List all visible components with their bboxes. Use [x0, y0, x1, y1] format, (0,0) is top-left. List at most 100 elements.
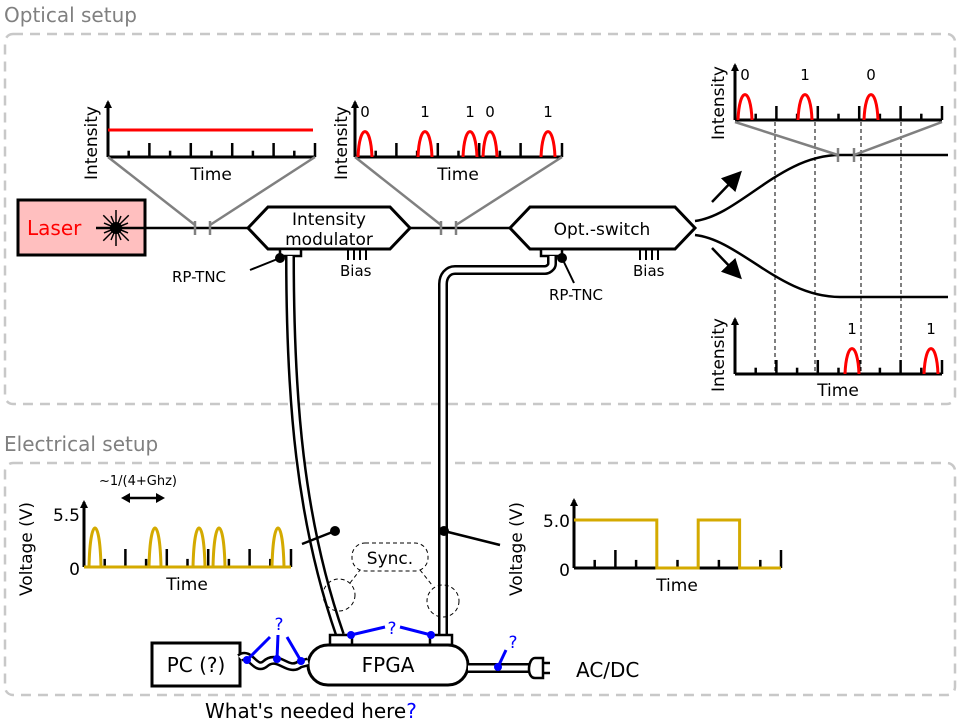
modulator-label-line1: Intensity [292, 210, 366, 230]
rptnc-leader [249, 257, 281, 271]
pc: PC (?) [150, 641, 242, 688]
pulse [147, 526, 163, 568]
bit-label: 0 [485, 103, 495, 121]
starburst-ray [110, 215, 117, 229]
period-annotation: ~1/(4+Ghz) [99, 474, 177, 489]
arrow-up-right-icon [711, 170, 742, 203]
chart-axes [731, 317, 944, 376]
bit-label: 0 [740, 66, 750, 84]
sync-probe-circle [426, 584, 460, 618]
fpga: FPGA [306, 633, 470, 687]
starburst-ray [115, 215, 122, 229]
sync-probe-circle [322, 578, 356, 612]
chart-axes [80, 500, 293, 569]
modulator-label-line2: modulator [285, 230, 373, 250]
pulse [270, 526, 286, 568]
modulator-bias-label: Bias [340, 262, 372, 280]
power-cable [468, 656, 550, 680]
zoom-line [107, 156, 196, 226]
electrical-setup-title: Electrical setup [4, 432, 158, 456]
switch-output-top-fiber [694, 153, 948, 223]
acdc-label: AC/DC [576, 658, 639, 682]
switch-rptnc-label: RP-TNC [549, 286, 603, 304]
zoom-line [853, 120, 943, 157]
pulse [481, 130, 499, 158]
y-axis-label: Intensity [82, 106, 102, 180]
y-axis-arrow-icon [104, 100, 112, 108]
question-mark: ? [508, 633, 517, 653]
pulse [843, 347, 861, 375]
fpga-ports-unknown-link: ? [347, 619, 435, 639]
time-slot-guides [774, 122, 902, 375]
y-tick-label: 0 [69, 560, 80, 580]
switch-hexagon [507, 205, 698, 251]
bit-label: 0 [866, 66, 876, 84]
modulator-hexagon [245, 205, 413, 251]
rf-cable-modulator [285, 255, 345, 637]
starburst-ray [102, 227, 117, 242]
zoom-line [734, 120, 839, 157]
pulse [922, 347, 940, 375]
y-axis-label: Intensity [709, 66, 729, 140]
question-mark: ? [274, 615, 283, 635]
rf-cable-switch [438, 256, 557, 635]
question-mark: ? [387, 619, 396, 639]
fpga-label: FPGA [362, 653, 415, 677]
intensity-modulator: Intensity modulator Bias RP-TNC [172, 205, 413, 286]
x-axis-label: Time [816, 381, 859, 401]
y-axis-arrow-icon [80, 500, 88, 508]
bit-label: 1 [847, 320, 857, 338]
question-text: What's needed here? [205, 699, 417, 723]
pulse [796, 93, 814, 121]
y-axis-label: Voltage (V) [17, 502, 37, 596]
sync-label: Sync. [367, 549, 413, 569]
probe-leader [301, 529, 336, 546]
bit-label: 1 [465, 103, 475, 121]
starburst-ray [115, 227, 130, 242]
power-unknown-link: ? [494, 633, 518, 671]
switch-bias-label: Bias [633, 262, 665, 280]
zoom-line [354, 156, 442, 226]
optical-switch: Opt.-switch Bias RP-TNC [507, 205, 698, 304]
starburst-ray [115, 227, 122, 241]
starburst-ray [102, 214, 117, 229]
y-tick-label: 5.5 [53, 506, 80, 526]
starburst-ray [115, 214, 130, 229]
electrical-setup-frame [3, 461, 957, 697]
pulse [736, 93, 754, 121]
chart-axes [731, 63, 944, 122]
power-plug-icon [527, 656, 545, 680]
bit-label: 1 [800, 66, 810, 84]
arrow-down-right-icon [711, 247, 742, 280]
chart-axes [104, 100, 317, 159]
pulse [87, 526, 103, 568]
pulse [356, 130, 374, 158]
pc-label: PC (?) [167, 653, 226, 677]
y-axis-label: Intensity [709, 318, 729, 392]
bit-label: 1 [543, 103, 553, 121]
pulse [862, 93, 880, 121]
bit-label: 1 [420, 103, 430, 121]
chart-axes [570, 498, 783, 570]
starburst-ray [110, 227, 117, 241]
pc-box [150, 641, 242, 688]
sync-bubble [351, 542, 429, 572]
probe-leader [443, 529, 501, 547]
bit-label: 1 [926, 320, 936, 338]
pulse [191, 526, 207, 568]
pulse [461, 130, 479, 158]
zoom-line [455, 155, 563, 227]
sync-leader [349, 569, 361, 584]
arrow-left-icon [121, 493, 130, 503]
zoom-line [209, 155, 316, 227]
x-axis-label: Time [189, 165, 232, 185]
rptnc-leader [561, 257, 575, 284]
switch-output-bottom-fiber [694, 233, 948, 299]
x-axis-label: Time [436, 165, 479, 185]
bit-label: 0 [360, 103, 370, 121]
question-mark: ? [406, 699, 417, 723]
arrow-right-icon [156, 493, 165, 503]
pulse [539, 130, 557, 158]
